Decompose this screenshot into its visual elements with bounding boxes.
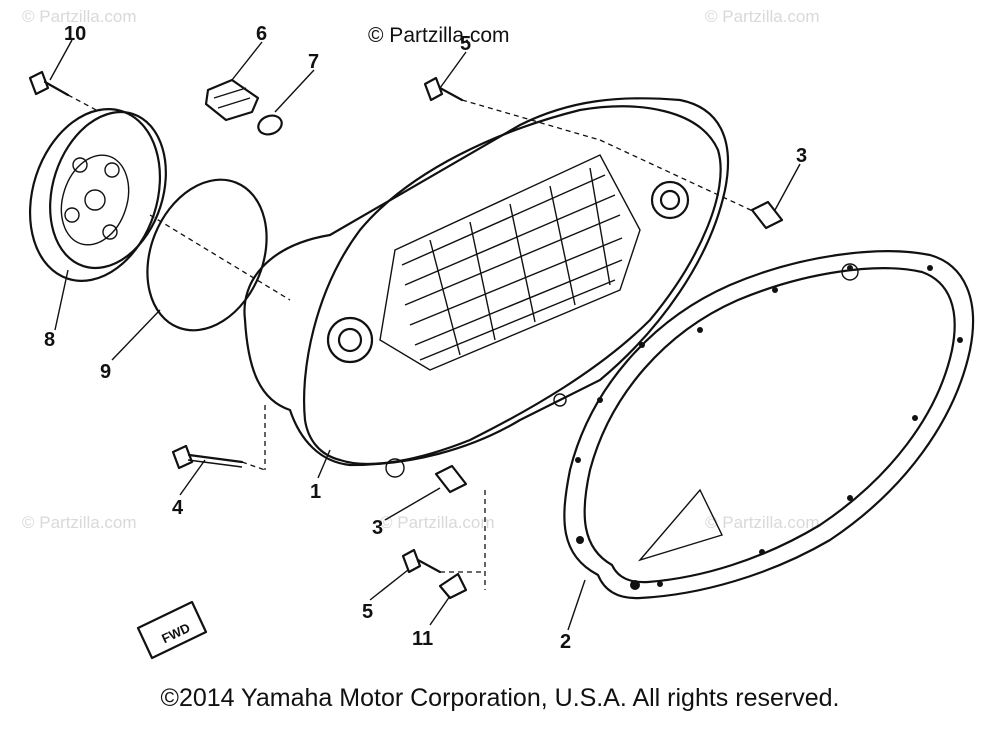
callout-9: 9 (100, 361, 111, 383)
watermark: © Partzilla.com (380, 513, 495, 532)
screw-part-5-top (423, 76, 464, 102)
dowel-pin-part-3-right (750, 200, 784, 230)
crankcase-cover-part-1 (243, 97, 730, 478)
watermark: © Partzilla.com (22, 513, 137, 532)
dowel-pin-part-3-bottom (434, 464, 468, 494)
o-ring-part-7 (257, 114, 283, 136)
o-ring-part-9 (146, 178, 268, 332)
watermark-top: © Partzilla.com (368, 24, 510, 47)
callout-8: 8 (44, 329, 55, 351)
callout-6: 6 (256, 23, 267, 45)
callout-11: 11 (412, 628, 433, 650)
assembly-guide-lines (67, 94, 756, 590)
watermark: © Partzilla.com (705, 7, 820, 26)
callout-2: 2 (560, 631, 571, 653)
clip-part-11 (438, 572, 468, 600)
bolt-part-4 (171, 444, 244, 470)
copyright-notice: ©2014 Yamaha Motor Corporation, U.S.A. A… (160, 684, 840, 712)
callout-3-bottom: 3 (372, 517, 383, 539)
callout-7: 7 (308, 51, 319, 73)
fwd-direction-arrow: FWD (136, 600, 208, 660)
callout-3-right: 3 (796, 145, 807, 167)
screw-part-5-bottom (401, 548, 442, 574)
callout-10: 10 (64, 23, 86, 45)
callout-1: 1 (310, 481, 321, 503)
callout-5-top: 5 (460, 33, 471, 55)
fwd-label: FWD (159, 620, 192, 646)
plug-part-6 (204, 78, 260, 122)
screw-part-10 (28, 70, 70, 97)
callout-4: 4 (172, 497, 184, 519)
leader-lines (49, 39, 801, 631)
watermark: © Partzilla.com (705, 513, 820, 532)
watermark: © Partzilla.com (22, 7, 137, 26)
callout-5-bottom: 5 (362, 601, 373, 623)
rotor-cover-part-8 (28, 108, 167, 282)
gasket-part-2 (563, 250, 975, 600)
